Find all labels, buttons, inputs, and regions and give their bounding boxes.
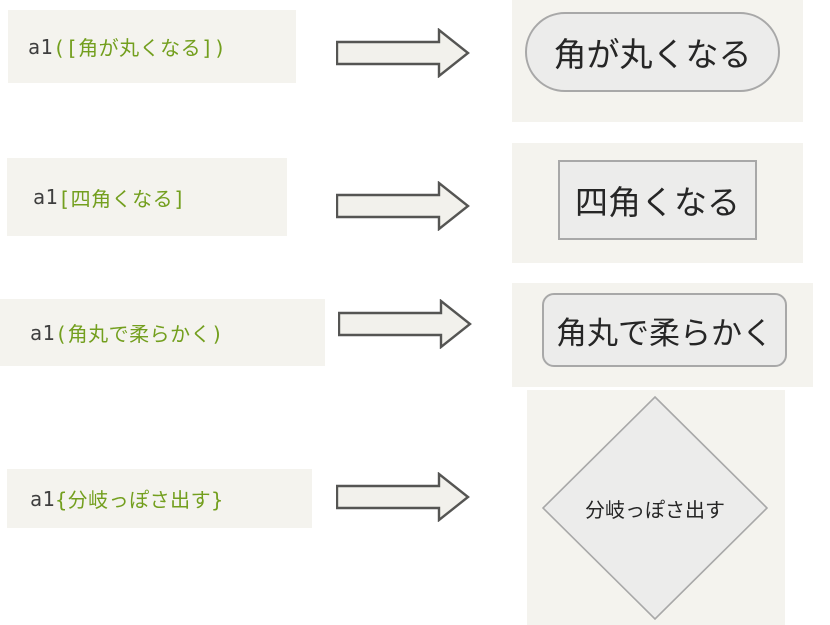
- code-variable: a1: [28, 34, 54, 59]
- node-label: 分岐っぽさ出す: [585, 499, 725, 522]
- diamond-node: 分岐っぽさ出す: [542, 396, 768, 620]
- code-syntax: (角丸で柔らかく): [55, 322, 224, 346]
- code-variable: a1: [33, 185, 59, 209]
- code-snippet-diamond: a1{分岐っぽさ出す}: [7, 469, 312, 528]
- code-snippet-rounded-rectangle: a1(角丸で柔らかく): [0, 299, 325, 366]
- right-block-arrow-icon: [336, 181, 470, 231]
- code-variable: a1: [30, 320, 56, 345]
- stadium-node: 角が丸くなる: [525, 12, 780, 92]
- node-label: 角が丸くなる: [553, 36, 752, 73]
- right-block-arrow-icon: [338, 299, 472, 349]
- right-block-arrow-icon: [336, 472, 470, 522]
- code-syntax: ([角が丸くなる]): [53, 36, 227, 60]
- right-block-arrow-icon: [336, 28, 470, 78]
- node-label: 四角くなる: [575, 184, 740, 221]
- node-label: 角丸で柔らかく: [556, 315, 773, 351]
- rounded-rectangle-node: 角丸で柔らかく: [542, 293, 787, 367]
- code-snippet-rectangle: a1[四角くなる]: [7, 158, 287, 236]
- code-variable: a1: [30, 486, 56, 511]
- rectangle-node: 四角くなる: [558, 160, 757, 240]
- diamond-shape-icon: [542, 396, 768, 620]
- code-syntax: [四角くなる]: [58, 186, 186, 211]
- code-snippet-stadium: a1([角が丸くなる]): [8, 10, 296, 83]
- code-syntax: {分岐っぽさ出す}: [55, 488, 224, 512]
